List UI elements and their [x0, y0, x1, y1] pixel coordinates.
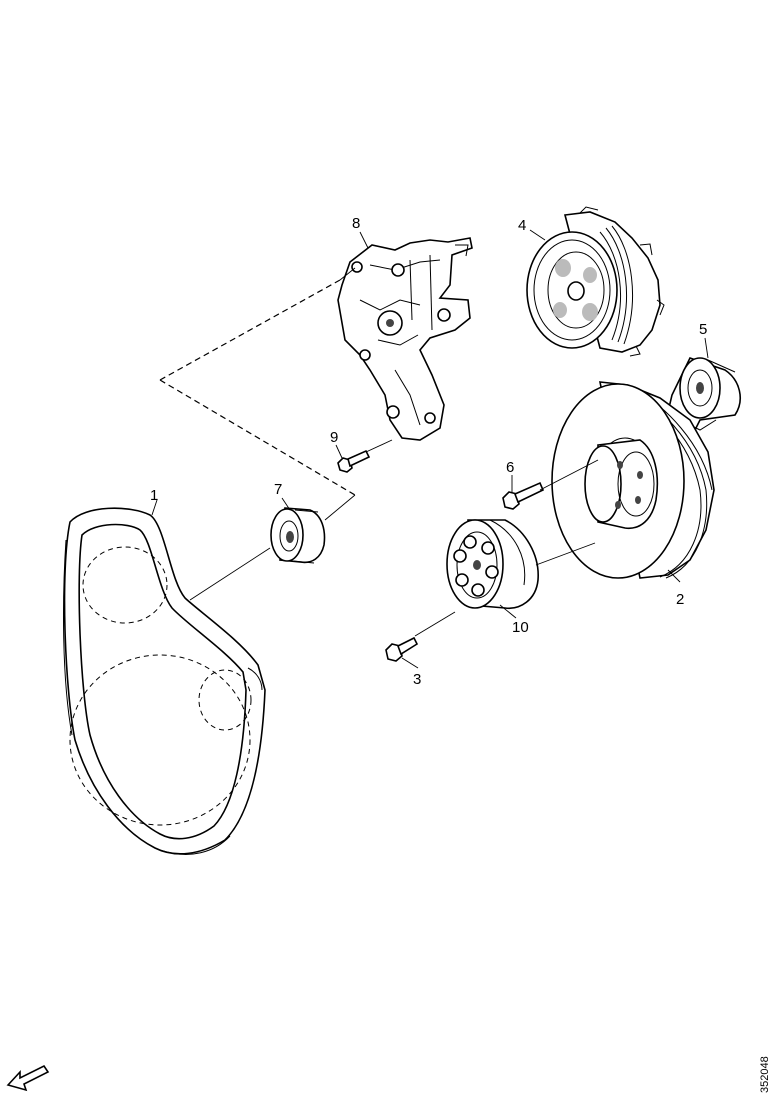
bolt-9 — [337, 449, 371, 473]
bolt-3 — [385, 636, 419, 662]
front-arrow-icon — [6, 1064, 50, 1092]
reference-number: 352048 — [759, 1056, 771, 1093]
callout-7: 7 — [274, 481, 282, 498]
idler-pulley — [270, 507, 326, 564]
callout-2: 2 — [676, 591, 684, 608]
bolt-6 — [502, 481, 545, 510]
callout-labels: 1 2 3 4 5 6 7 8 9 10 — [150, 215, 707, 688]
pump-pulley — [526, 206, 665, 357]
drive-belt — [63, 507, 266, 855]
pulley-hub — [446, 519, 539, 609]
callout-9: 9 — [330, 429, 338, 446]
assembly-lines — [151, 229, 709, 669]
callout-6: 6 — [506, 459, 514, 476]
callout-10: 10 — [512, 619, 529, 636]
callout-4: 4 — [518, 217, 526, 234]
accessory-bracket — [337, 237, 473, 441]
crankshaft-pulley — [551, 381, 715, 579]
callout-5: 5 — [699, 321, 707, 338]
callout-8: 8 — [352, 215, 360, 232]
callout-3: 3 — [413, 671, 421, 688]
callout-1: 1 — [150, 487, 158, 504]
